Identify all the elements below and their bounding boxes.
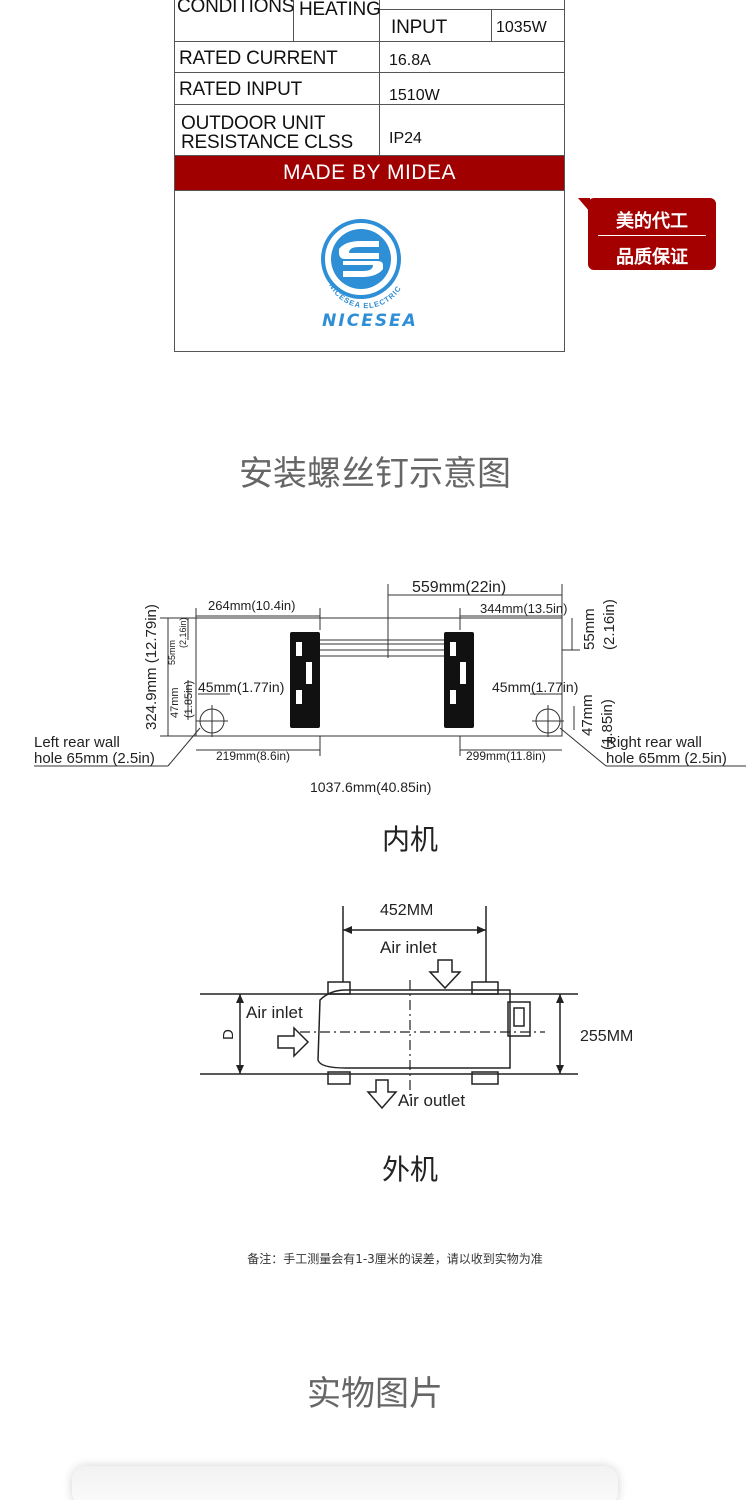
air-inlet-top: Air inlet: [380, 938, 437, 957]
badge-divider: [598, 235, 706, 236]
rated-input-label: RATED INPUT: [179, 79, 303, 100]
indoor-unit-diagram: 559mm(22in) 264mm(10.4in) 344mm(13.5in) …: [34, 579, 746, 795]
badge-line2: 品质保证: [616, 247, 688, 268]
dim-right-small-in: (1.85in): [599, 699, 616, 750]
left-hole-line2: hole 65mm (2.5in): [34, 750, 155, 767]
outdoor-caption: 外机: [381, 1153, 438, 1186]
made-by-banner: MADE BY MIDEA: [175, 156, 564, 190]
dim-bottom-left: 219mm(8.6in): [216, 749, 290, 763]
badge-line1: 美的代工: [616, 211, 688, 232]
dim-right-top-vertical-in: (2.16in): [601, 599, 618, 650]
left-hole-line1: Left rear wall: [34, 734, 120, 751]
dim-left-mid-small: 47mm: [169, 687, 181, 718]
dim-left-offset: 45mm(1.77in): [198, 679, 284, 695]
install-section-title: 安装螺丝钉示意图: [239, 454, 511, 494]
dim-left-mid-small-in: (1.85in): [183, 681, 195, 718]
brand-logo-icon: NICESEA ELECTRIC: [321, 219, 402, 310]
air-inlet-side: Air inlet: [246, 1003, 303, 1022]
indoor-caption: 内机: [381, 823, 438, 856]
dim-d-label: D: [220, 1029, 237, 1040]
dim-bottom-right: 299mm(11.8in): [466, 749, 546, 763]
input-label: INPUT: [391, 17, 448, 38]
quality-badge: 美的代工 品质保证: [578, 198, 716, 270]
air-outlet: Air outlet: [398, 1091, 465, 1110]
dim-total-width: 559mm(22in): [412, 579, 506, 596]
dim-right-top-vertical: 55mm: [581, 608, 598, 650]
dim-left-span: 264mm(10.4in): [208, 598, 295, 613]
dim-overall: 1037.6mm(40.85in): [310, 779, 431, 795]
dim-right-small: 47mm: [579, 694, 596, 736]
dim-width-452: 452MM: [380, 902, 433, 919]
brand-logo: NICESEA ELECTRIC NICESEA: [305, 219, 435, 334]
brand-name: NICESEA: [322, 311, 418, 331]
outdoor-label-line2: RESISTANCE CLSS: [181, 132, 353, 153]
input-value: 1035W: [496, 19, 547, 36]
dim-height-255: 255MM: [580, 1028, 633, 1045]
product-photo: [72, 1466, 618, 1500]
spec-table: CONDITIONS HEATING INPUT 1035W RATED CUR…: [174, 0, 565, 352]
rated-current-label: RATED CURRENT: [179, 48, 338, 69]
outdoor-label-line1: OUTDOOR UNIT: [181, 113, 326, 134]
right-hole-line2: hole 65mm (2.5in): [606, 750, 727, 767]
dim-right-span: 344mm(13.5in): [480, 601, 567, 616]
dim-right-offset: 45mm(1.77in): [492, 679, 578, 695]
conditions-label: CONDITIONS: [177, 0, 295, 17]
heating-label: HEATING: [299, 0, 381, 20]
rated-input-value: 1510W: [389, 87, 440, 104]
dim-left-top-small-in: (2.16in): [178, 617, 188, 648]
outdoor-unit-diagram: 452MM Air inlet Air inlet Air outlet 255…: [200, 902, 633, 1110]
right-hole-line1: Right rear wall: [606, 734, 702, 751]
rated-current-value: 16.8A: [389, 52, 431, 69]
photo-section-title: 实物图片: [307, 1374, 443, 1414]
measurement-note: 备注：手工测量会有1-3厘米的误差，请以收到实物为准: [247, 1252, 543, 1266]
dim-left-top-small: 55mm: [167, 640, 177, 665]
outdoor-value: IP24: [389, 130, 422, 147]
dim-left-height: 324.9mm (12.79in): [143, 604, 160, 730]
